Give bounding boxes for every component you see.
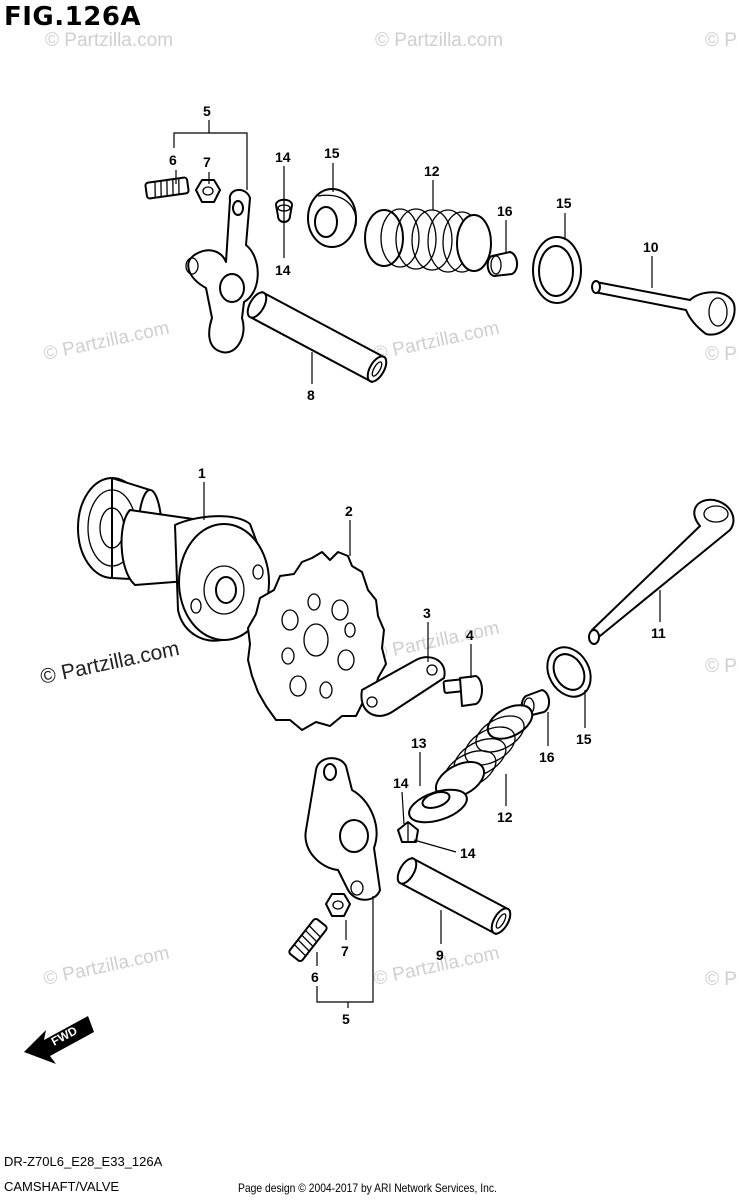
watermark: © Partzilla.com: [42, 318, 172, 365]
callouts-top: 5 6 7 14 14 15 12 16 15 10 8: [169, 103, 659, 403]
part-6-adjusting-screw-top: [144, 176, 190, 200]
part-8-rocker-shaft-top: [246, 291, 388, 383]
part-5-rocker-arm-top: [185, 189, 259, 354]
part-12-valve-spring-bottom: [434, 704, 534, 800]
part-15-spring-seat-top: [532, 236, 582, 304]
part-6-adjusting-screw-bottom: [288, 917, 328, 963]
callout-11: 11: [651, 625, 666, 641]
fwd-arrow-icon: FWD: [24, 1016, 94, 1064]
callout-1: 1: [198, 465, 206, 481]
part-2-cam-sprocket: [247, 551, 387, 731]
model-code: DR-Z70L6_E28_E33_126A: [4, 1154, 163, 1169]
part-11-valve-bottom: [588, 498, 735, 645]
page-credit: Page design © 2004-2017 by ARI Network S…: [238, 1181, 497, 1195]
callout-6: 6: [169, 152, 177, 168]
watermark: © Partzilla.com: [42, 943, 172, 990]
watermark: © Partzilla.com: [705, 344, 738, 365]
callout-14: 14: [393, 775, 409, 791]
callout-7: 7: [341, 943, 349, 959]
part-3-retainer-plate: [360, 656, 446, 717]
watermark: © Partzilla.com: [45, 30, 173, 51]
callout-10: 10: [643, 239, 659, 255]
callouts-bottom: 1 2 3 4 11 13 14 14 16 15 12 9 7 6 5: [198, 465, 666, 1027]
part-14-valve-cotters-bottom: [397, 821, 419, 843]
leader-lines-top: [173, 120, 653, 384]
watermark: © Partzilla.com: [705, 656, 738, 677]
part-5-rocker-arm-bottom: [304, 757, 381, 901]
callout-16: 16: [497, 203, 513, 219]
callout-15: 15: [324, 145, 340, 161]
leader-lines-bottom: [203, 482, 661, 1008]
callout-9: 9: [436, 947, 444, 963]
callout-5: 5: [342, 1011, 350, 1027]
watermark: © Partzilla.com: [372, 618, 502, 665]
callout-12: 12: [497, 809, 513, 825]
watermark: © Partzilla.com: [705, 30, 738, 51]
part-9-rocker-shaft-bottom: [396, 857, 512, 935]
part-7-lock-nut-bottom: [325, 893, 351, 917]
callout-3: 3: [423, 605, 431, 621]
figure-title: FIG.126A: [4, 2, 142, 32]
callout-15: 15: [576, 731, 592, 747]
callout-16: 16: [539, 749, 555, 765]
callout-12: 12: [424, 163, 440, 179]
callout-14: 14: [275, 262, 291, 278]
watermark: © Partzilla.com: [375, 30, 503, 51]
part-13-spring-retainer-bottom: [408, 788, 468, 824]
watermark: © Partzilla.com: [705, 969, 738, 990]
callout-15: 15: [556, 195, 572, 211]
callout-6: 6: [311, 969, 319, 985]
watermark-dark: © Partzilla.com: [38, 637, 181, 689]
callout-2: 2: [345, 503, 353, 519]
callout-4: 4: [466, 627, 474, 643]
watermark: © Partzilla.com: [372, 318, 502, 365]
part-10-valve-top: [591, 280, 736, 336]
part-1-camshaft: [77, 477, 270, 642]
part-12-valve-spring-top: [364, 208, 492, 273]
section-name: CAMSHAFT/VALVE: [4, 1179, 120, 1194]
part-7-lock-nut-top: [195, 179, 221, 203]
callout-13: 13: [411, 735, 427, 751]
callout-7: 7: [203, 154, 211, 170]
part-14-valve-cotters-top: [275, 198, 293, 223]
part-15-spring-retainer-top: [307, 188, 357, 248]
callout-14: 14: [460, 845, 476, 861]
callout-5: 5: [203, 103, 211, 119]
callout-14: 14: [275, 149, 291, 165]
callout-8: 8: [307, 387, 315, 403]
part-4-bolt: [442, 675, 483, 707]
part-15-spring-seat-bottom: [546, 646, 592, 698]
part-16-stem-seal-top: [486, 251, 518, 277]
